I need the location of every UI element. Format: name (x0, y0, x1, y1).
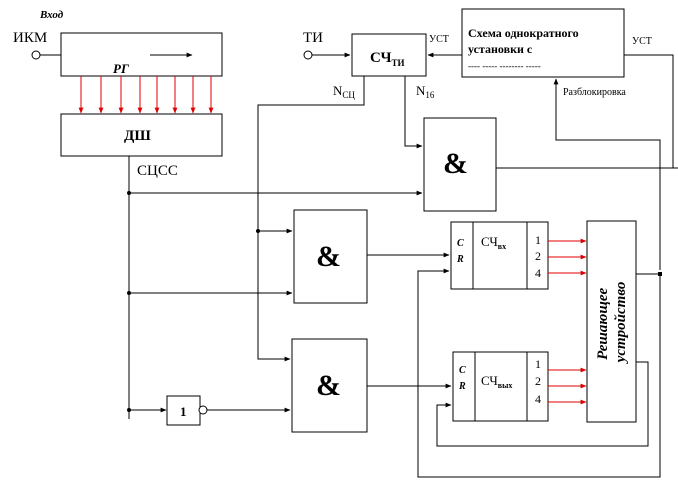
scss-label: СЦСС (137, 163, 178, 179)
decision-device-label: Решающее устройство (595, 282, 629, 365)
ikm-label: ИКМ (13, 30, 47, 46)
input-caption: Вход (39, 9, 64, 21)
init-scheme-line1: Схема однократного (468, 26, 579, 40)
counter-out-out-4: 4 (535, 392, 541, 406)
scss-line (127, 156, 423, 419)
ti-label: ТИ (303, 30, 323, 46)
ust-right-label: УСТ (632, 36, 652, 47)
counter-in-c: C (457, 238, 464, 249)
and-top-symbol: & (443, 147, 468, 180)
n16-label: N16 (416, 83, 435, 100)
and-gate-top (423, 117, 497, 212)
unlock-label: Разблокировка (563, 87, 626, 98)
init-scheme-block (461, 8, 625, 78)
decision-device-block (586, 220, 637, 423)
and-bottom-symbol: & (316, 369, 341, 402)
counter-out-r: R (458, 381, 466, 392)
not-gate-label: 1 (180, 404, 187, 419)
dsh-label: ДШ (124, 128, 151, 144)
counter-out-out-2: 2 (535, 374, 541, 388)
register-decoder-bus (78, 76, 214, 114)
counter-out-out-1: 1 (535, 357, 541, 371)
nsc-line (256, 76, 365, 362)
init-scheme-line2: установки с (468, 42, 533, 56)
unlock-line (553, 78, 661, 270)
reset-counter-in-loop (417, 268, 661, 478)
counter-in-out-4: 4 (535, 266, 541, 280)
ust-left-label: УСТ (429, 34, 449, 45)
counter-in-out-2: 2 (535, 249, 541, 263)
nsc-label: NСЦ (333, 83, 355, 100)
register-block (60, 32, 223, 77)
and-gate-middle (293, 209, 368, 304)
init-ust-right (624, 54, 674, 168)
n16-line (404, 76, 423, 149)
decoder-block (60, 113, 223, 157)
rg-label: РГ (113, 61, 129, 76)
counter-out-label: СЧвых (481, 373, 512, 390)
reset-counter-out-loop (436, 361, 649, 447)
not-gate-inversion-bubble (198, 405, 208, 415)
counter-out-outputs (548, 367, 587, 405)
counter-in-out-1: 1 (535, 233, 541, 247)
counter-in-block (450, 221, 549, 290)
counter-in-outputs (548, 238, 587, 276)
counter-out-c: C (459, 365, 466, 376)
and-middle-symbol: & (316, 240, 341, 273)
counter-in-label: СЧвх (481, 234, 506, 251)
init-scheme-line3: ---- ----- -------- ----- (468, 61, 541, 71)
ikm-input-terminal (31, 50, 41, 60)
counter-in-r: R (456, 254, 464, 265)
counter-ti-block (351, 33, 427, 77)
ti-input-terminal (303, 50, 313, 60)
counter-ti-label: СЧТИ (370, 50, 404, 68)
